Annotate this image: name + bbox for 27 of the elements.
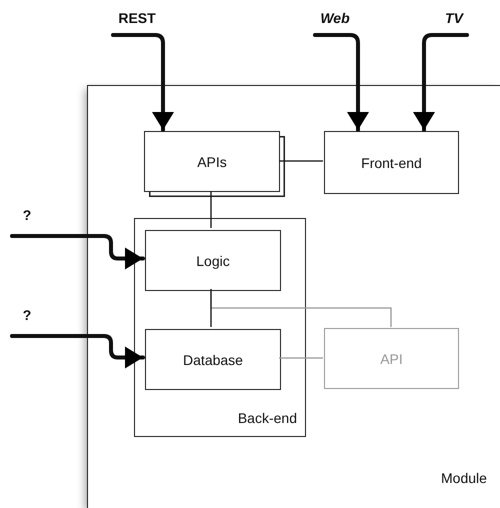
group-box <box>134 218 306 437</box>
arrow <box>313 33 369 132</box>
input-label: TV <box>441 10 467 30</box>
process-box <box>145 230 281 291</box>
module-box <box>87 85 500 508</box>
input-label: ? <box>20 207 34 227</box>
process-box <box>145 329 281 390</box>
box-label: API <box>380 350 403 366</box>
input-label: REST <box>113 10 161 30</box>
input-label: Web <box>315 10 355 30</box>
input-label: ? <box>20 307 34 327</box>
connector-line <box>279 357 323 359</box>
process-box <box>324 131 459 194</box>
optional-box <box>324 328 459 389</box>
box-label: Front-end <box>361 154 422 170</box>
connector-line <box>279 160 323 162</box>
arrow <box>10 234 145 270</box>
box-label: APIs <box>197 154 227 170</box>
module-label: Module <box>441 470 487 486</box>
connector-line <box>210 191 212 228</box>
arrow <box>413 33 469 132</box>
box-label: Database <box>183 352 243 368</box>
box-label: Back-end <box>238 410 297 426</box>
connector-line <box>210 289 212 327</box>
arrow <box>10 334 145 368</box>
arrow <box>111 33 174 132</box>
box-label: Logic <box>196 252 230 268</box>
